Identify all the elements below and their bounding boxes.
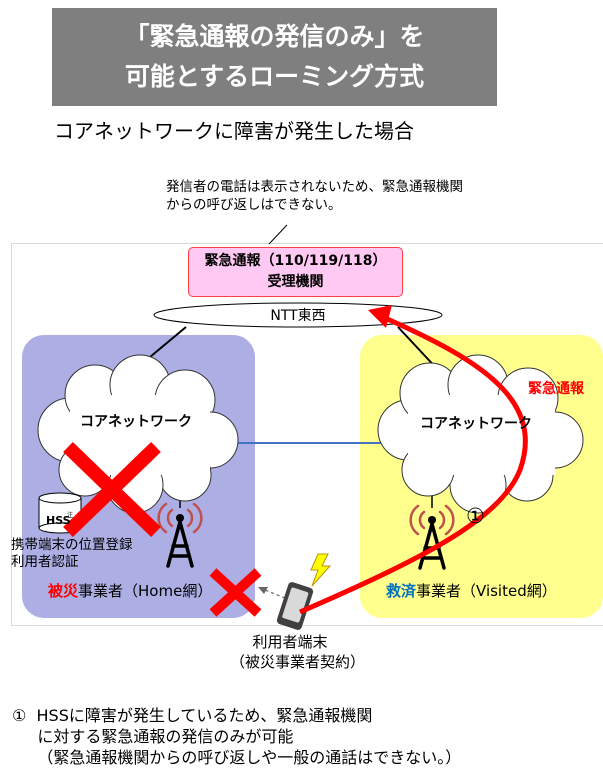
hss-label: HSS <box>46 514 71 527</box>
emergency-call-label: 緊急通報 <box>528 381 584 397</box>
home-operator-prefix: 被災 <box>48 582 79 600</box>
home-operator-label: 被災事業者（Home網） <box>48 580 212 601</box>
callout-note: 発信者の電話は表示されないため、緊急通報機関 からの呼び返しはできない。 <box>166 179 463 213</box>
visited-operator-label: 救済事業者（Visited網） <box>386 580 557 601</box>
home-antenna-icon <box>157 502 203 568</box>
reception-line-1: 緊急通報（110/119/118） <box>204 253 387 269</box>
ntt-label: NTT東西 <box>270 308 326 324</box>
home-core-cross-mark-icon <box>63 441 161 538</box>
user-terminal-label: 利用者端末 （被災事業者契約） <box>230 633 366 671</box>
hss-note: 携帯端末の位置登録 利用者認証 <box>11 537 133 570</box>
emergency-arrowhead <box>368 305 392 328</box>
home-operator-suffix: 事業者（Home網） <box>78 582 213 600</box>
hss-superscript: 注 <box>67 512 74 519</box>
subtitle: コアネットワークに障害が発生した場合 <box>54 119 414 143</box>
title-line-1: 「緊急通報の発信のみ」を <box>124 22 425 51</box>
home-core-network-label: コアネットワーク <box>80 414 192 430</box>
ntt-ellipse <box>153 302 443 328</box>
visited-operator-suffix: 事業者（Visited網） <box>416 582 557 600</box>
visited-core-network-label: コアネットワーク <box>420 416 532 432</box>
emergency-reception-box: 緊急通報（110/119/118） 受理機関 <box>188 247 403 297</box>
footer-note: ① HSSに障害が発生しているため、緊急通報機関 に対する緊急通報の発信のみが可… <box>12 706 462 767</box>
title-line-2: 可能とするローミング方式 <box>124 62 425 91</box>
callout-leader-line <box>268 224 288 245</box>
diagram-frame <box>11 243 603 626</box>
title-banner: 「緊急通報の発信のみ」を 可能とするローミング方式 <box>52 8 497 106</box>
step-marker: ① <box>466 504 485 528</box>
home-cloud <box>37 354 239 514</box>
lightning-icon <box>310 553 332 587</box>
visited-cloud <box>377 354 584 514</box>
reception-line-2: 受理機関 <box>267 274 324 290</box>
failed-attach-arrow <box>264 589 286 599</box>
emergency-call-path <box>299 315 528 615</box>
home-access-cross-mark-icon <box>209 568 262 617</box>
visited-operator-prefix: 救済 <box>386 582 417 600</box>
